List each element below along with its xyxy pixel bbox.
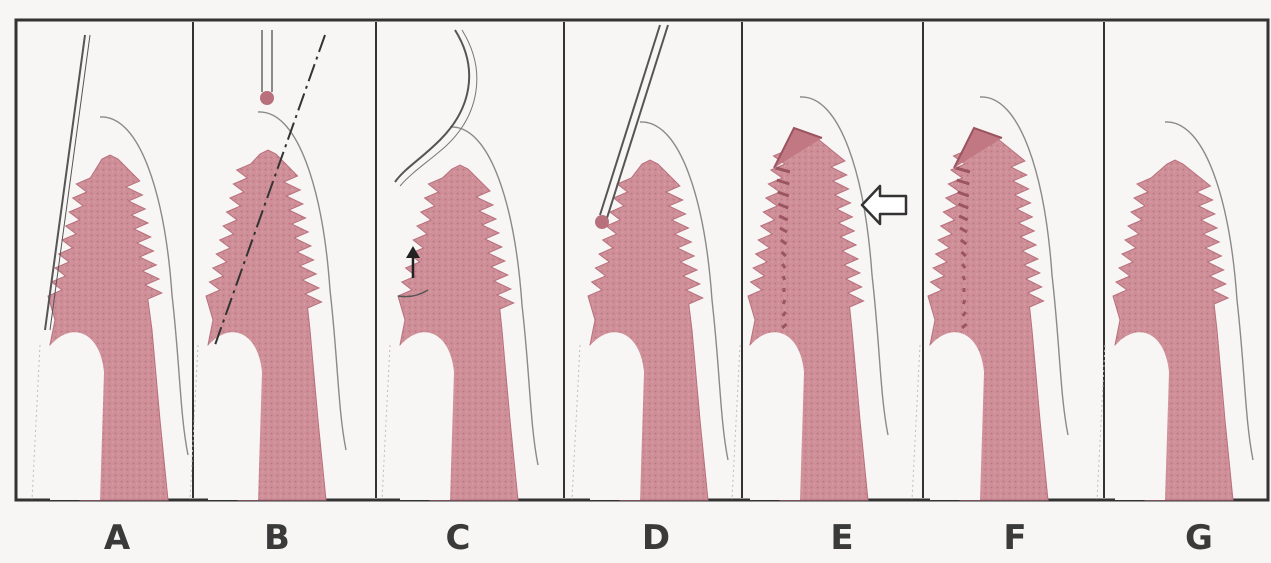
root-outline [912,345,920,500]
panel-g [1097,122,1253,500]
panel-label-b: B [247,518,307,558]
panel-a [32,117,188,500]
socket-cutout [928,332,984,500]
panel-label-c: C [428,518,488,558]
socket-cutout [398,332,454,500]
socket-cutout [748,332,804,500]
root-outline [732,345,740,500]
root-outline [32,345,40,500]
panel-label-e: E [812,518,872,558]
suture-stitch [783,276,784,280]
retracted-flap [395,30,469,182]
panel-label-g: G [1169,518,1229,558]
socket-cutout [1113,332,1169,500]
needle-tip [260,91,274,105]
socket-cutout [48,332,104,500]
suture-stitch [783,300,784,304]
panel-c [382,127,538,500]
panel-label-a: A [87,518,147,558]
panel-e [732,97,888,500]
panels-group [32,22,1253,500]
outline-arrow-left-icon [862,186,906,224]
suture-stitch [963,276,964,280]
root-outline [382,345,390,500]
socket-cutout [206,332,262,500]
panel-d [572,122,728,500]
panel-f [912,97,1068,500]
suture-stitch [963,300,964,304]
instrument-tip [595,215,609,229]
panel-label-d: D [626,518,686,558]
panel-b [190,112,346,500]
panel-label-f: F [985,518,1045,558]
root-outline [572,345,580,500]
socket-cutout [588,332,644,500]
